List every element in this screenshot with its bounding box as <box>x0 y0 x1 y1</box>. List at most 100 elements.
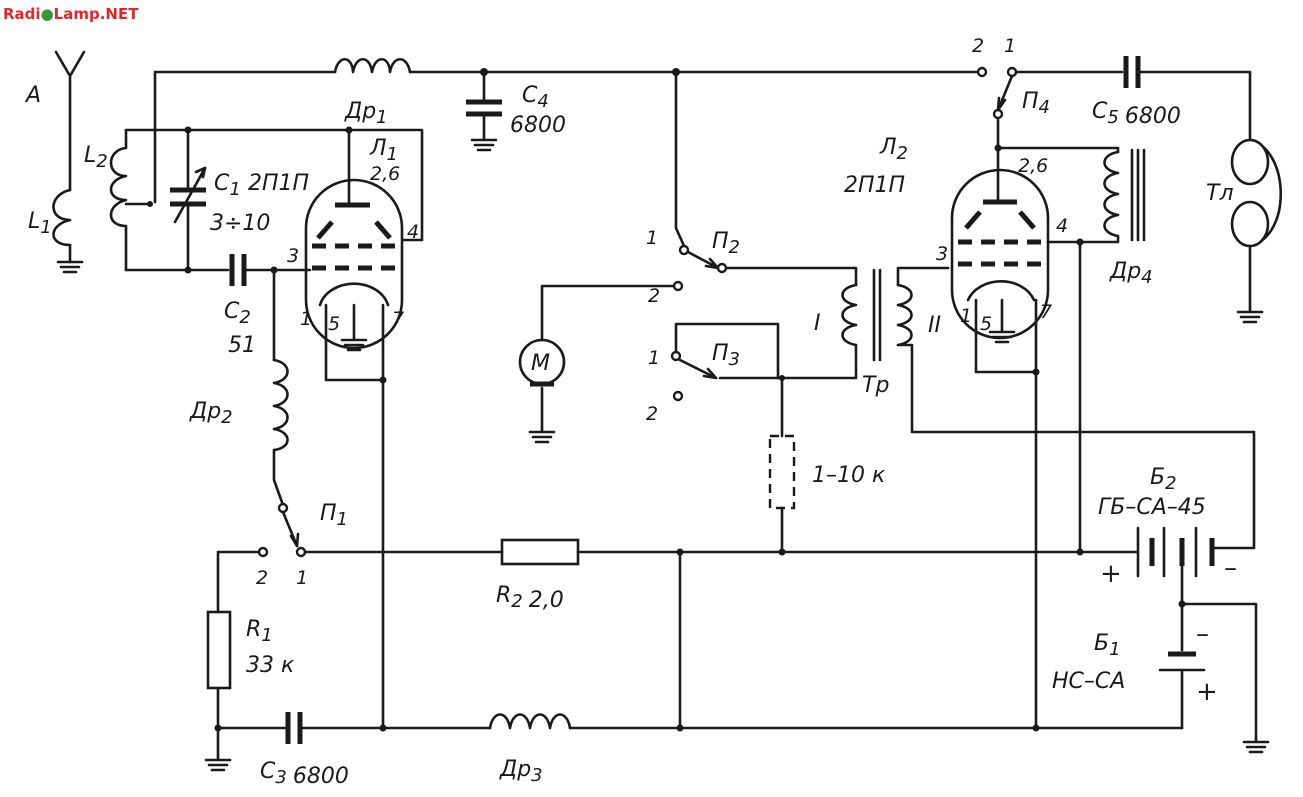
switch-p3: П3 1 2 <box>646 341 740 425</box>
svg-text:2: 2 <box>972 35 984 57</box>
ground-right <box>1242 740 1270 754</box>
choke-dr3: Др3 <box>488 713 572 786</box>
switch-p1: П1 2 1 <box>256 501 348 589</box>
svg-text:1: 1 <box>296 567 308 589</box>
b2-type: ГБ–СА–45 <box>1098 495 1206 520</box>
c1-label: C1 <box>214 171 241 200</box>
svg-text:1: 1 <box>646 227 658 249</box>
resistor-r1: R1 33 к <box>206 610 295 690</box>
c2-value: 51 <box>228 333 256 358</box>
b2-label: Б2 <box>1150 465 1177 494</box>
svg-text:–: – <box>1224 553 1237 583</box>
wire-dr4-top <box>996 146 1120 154</box>
tube1-label: Л1 <box>369 136 398 165</box>
choke-dr4: Др4 <box>1103 148 1153 288</box>
wire-feedback-left <box>153 70 337 204</box>
p2-label: П2 <box>712 229 740 258</box>
wire-r1-bottom <box>216 686 288 730</box>
antenna: А <box>24 50 86 192</box>
wire-r1-top <box>216 550 261 614</box>
svg-text:5: 5 <box>328 313 340 335</box>
svg-text:1: 1 <box>960 305 972 327</box>
phones-label: Тл <box>1206 181 1234 206</box>
l2-label: L2 <box>84 143 108 172</box>
dr4-label: Др4 <box>1109 259 1153 288</box>
svg-text:2: 2 <box>256 567 268 589</box>
l1-label: L1 <box>28 209 52 238</box>
svg-text:7: 7 <box>392 308 404 330</box>
tube2-type: 2П1П <box>844 173 905 198</box>
svg-text:–: – <box>1196 619 1209 649</box>
p4-label: П4 <box>1022 89 1050 118</box>
wire-p3-loop <box>674 322 780 380</box>
antenna-label: А <box>24 83 41 108</box>
r3-value: 1–10 к <box>812 463 886 488</box>
motor-m: М <box>518 338 566 444</box>
c1-value: 3÷10 <box>210 211 270 236</box>
svg-text:Radi●Lamp.NET: Radi●Lamp.NET <box>3 5 139 23</box>
tube2-label: Л2 <box>879 135 908 164</box>
svg-text:+: + <box>1100 559 1122 589</box>
capacitor-c1: C1 3÷10 <box>170 128 270 272</box>
battery-b1: – + Б1 НС–СА <box>1052 619 1218 730</box>
resistor-optional: 1–10 к <box>768 376 886 554</box>
svg-text:1: 1 <box>1004 35 1016 57</box>
dr2-label: Др2 <box>189 399 233 428</box>
svg-text:4: 4 <box>1056 215 1068 237</box>
capacitor-c2: C2 51 <box>224 254 312 358</box>
capacitor-c4: C4 6800 <box>466 70 566 152</box>
tube-l1: Л1 2,6 3 4 1 5 7 <box>287 128 419 382</box>
dr3-label: Др3 <box>499 757 543 786</box>
svg-text:1: 1 <box>300 308 312 330</box>
wire-p2-to-motor <box>540 284 676 342</box>
ground-left <box>204 726 232 772</box>
wire-p2-to-tr <box>724 266 858 287</box>
wire-center-top <box>674 70 686 248</box>
p3-label: П3 <box>712 341 740 370</box>
transformer-tr: I II Тр <box>814 266 1256 550</box>
svg-text:2,6: 2,6 <box>1018 155 1048 177</box>
svg-text:2: 2 <box>646 403 658 425</box>
choke-dr1: Др1 <box>333 57 412 128</box>
choke-dr2: Др2 <box>189 268 289 507</box>
c4-label: C4 <box>522 83 549 112</box>
motor-label: М <box>531 351 550 376</box>
svg-text:1: 1 <box>648 347 660 369</box>
b1-type: НС–СА <box>1052 669 1125 694</box>
inductor-l2: L2 <box>84 128 153 272</box>
svg-text:+: + <box>1196 677 1218 707</box>
tr-winding1: I <box>814 311 821 336</box>
svg-text:2: 2 <box>648 285 660 307</box>
wire-dr4-bottom <box>1046 234 1120 244</box>
wire-ground-right <box>1180 602 1258 744</box>
svg-text:5: 5 <box>980 313 992 335</box>
r1-label: R1 <box>246 617 273 646</box>
tube-l2: Л2 2П1П 2,6 3 4 1 5 7 <box>844 135 1068 374</box>
b1-label: Б1 <box>1094 631 1121 660</box>
p1-label: П1 <box>320 501 348 530</box>
c2-label: C2 <box>224 299 251 328</box>
switch-p2: П2 1 2 <box>646 227 740 307</box>
switch-p4: 2 1 П4 <box>972 35 1050 120</box>
dr1-label: Др1 <box>344 99 388 128</box>
headphones-tl: Тл <box>1206 138 1283 324</box>
svg-text:4: 4 <box>407 221 419 243</box>
tr-winding2: II <box>928 313 941 338</box>
c4-value: 6800 <box>510 113 566 138</box>
tube1-type: 2П1П <box>248 171 309 196</box>
svg-text:3: 3 <box>936 243 948 265</box>
r1-value: 33 к <box>246 653 295 678</box>
tr-label: Тр <box>862 373 889 398</box>
svg-text:3: 3 <box>287 245 299 267</box>
radiolamp-logo: Radi●Lamp.NET <box>3 5 139 23</box>
inductor-l1: L1 <box>28 188 84 274</box>
svg-text:7: 7 <box>1040 301 1052 323</box>
wire-tank-top <box>124 128 424 242</box>
